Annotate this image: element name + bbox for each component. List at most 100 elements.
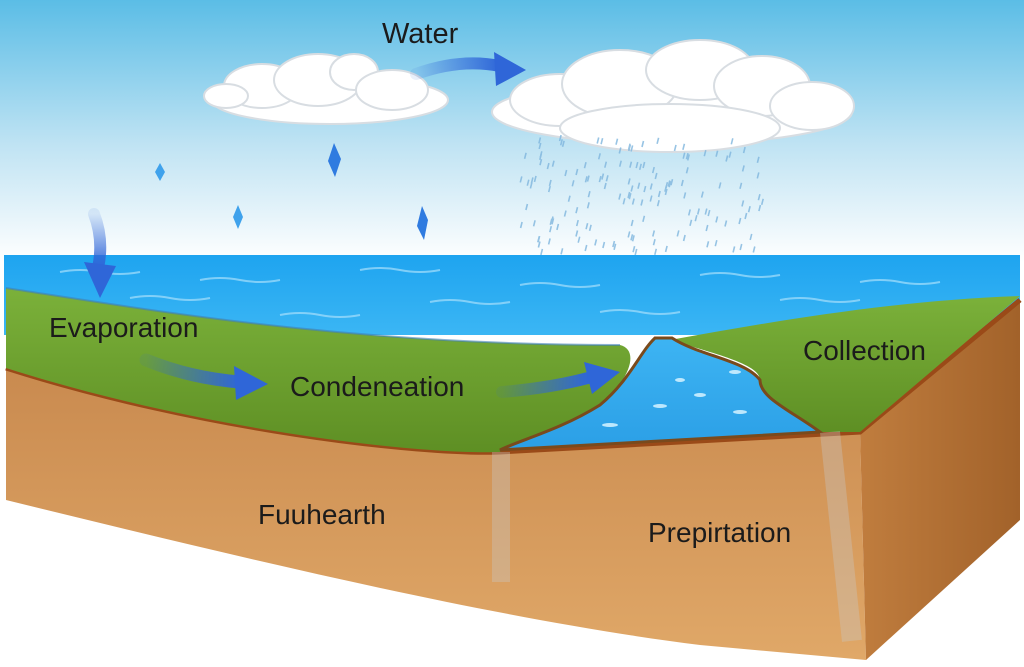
raindrop [588,224,592,231]
raindrop [537,241,541,248]
raindrop [641,140,645,148]
raindrop [704,208,708,215]
raindrop [758,204,762,212]
raindrop [630,185,634,192]
raindrop [575,219,579,227]
raindrop [558,134,562,142]
raindrop [603,182,607,190]
raindrop [638,163,642,170]
raindrop [715,150,719,157]
raindrop [664,185,668,192]
raindrop [561,140,565,147]
raindrop [602,241,606,249]
raindrop [615,138,619,145]
raindrop [597,153,601,160]
raindrop [732,246,736,253]
raindrop [563,210,567,217]
raindrop [687,209,691,216]
raindrop [586,175,590,182]
raindrop [724,220,728,227]
sky-background [0,0,1024,262]
raindrop [604,161,608,168]
raindrop [618,147,622,154]
raindrop [584,176,588,183]
raindrop [715,216,719,223]
shoreline [5,287,621,346]
raindrop [567,195,571,202]
raindrop [538,142,542,150]
raindrop [714,240,718,247]
label-condensation: Condeneation [290,371,465,402]
raindrop [556,223,560,231]
raindrop [682,152,686,159]
raindrop [739,243,743,251]
raindrop [749,233,753,241]
raindrop [654,248,658,255]
soil-side [860,300,1020,660]
label-earth: Fuuhearth [258,499,386,530]
raindrop [718,182,722,189]
raindrop [637,182,641,189]
raindrop [744,212,748,220]
raindrop [630,234,634,241]
raindrop [664,245,668,253]
raindrop [739,182,743,189]
droplets [155,143,428,240]
raindrop [649,183,653,190]
raindrop [583,162,587,169]
soil-front [6,368,866,660]
raindrop [651,166,655,174]
raindrop [622,198,626,205]
raindrop [680,179,684,187]
raindrop [741,200,745,207]
label-collection: Collection [803,335,926,366]
raindrop [525,203,529,211]
raindrop [757,194,761,201]
raindrop [585,223,589,230]
raindrop [642,215,646,222]
raindrop [643,185,647,193]
raindrop [705,224,709,232]
raindrop [598,175,602,183]
raindrop [596,137,600,144]
rain-streaks [519,134,764,256]
raindrop [686,154,690,161]
label-water: Water [382,18,459,50]
raindrop [631,198,635,205]
raindrop [635,161,639,169]
raindrop [559,139,563,146]
raindrop [706,241,710,248]
raindrop [657,190,661,198]
raindrop [741,165,745,172]
raindrop [549,226,553,233]
raindrop [664,188,668,196]
grass-left [6,288,631,453]
raindrop [656,200,660,207]
grass-right [670,296,1020,432]
raindrop [612,240,616,248]
raindrop [631,235,635,242]
raindrop [586,202,590,209]
raindrop [537,236,541,243]
raindrop [547,185,551,193]
raindrop [551,218,555,225]
raindrop [742,146,746,154]
raindrop [682,234,686,242]
raindrop [584,244,588,252]
raindrop [530,177,534,184]
raindrop [548,179,552,187]
label-evaporation: Evaporation [49,312,199,343]
raindrop [652,230,656,237]
raindrop [519,176,523,183]
raindrop [628,144,632,152]
arrow-evaporation-icon [84,208,116,298]
raindrop [575,230,579,237]
droplet-icon [328,143,341,177]
raindrop [756,172,760,179]
raindrop [519,221,523,229]
raindrop [738,217,742,225]
raindrop [670,179,674,186]
raindrop [703,150,707,157]
raindrop [560,248,564,255]
